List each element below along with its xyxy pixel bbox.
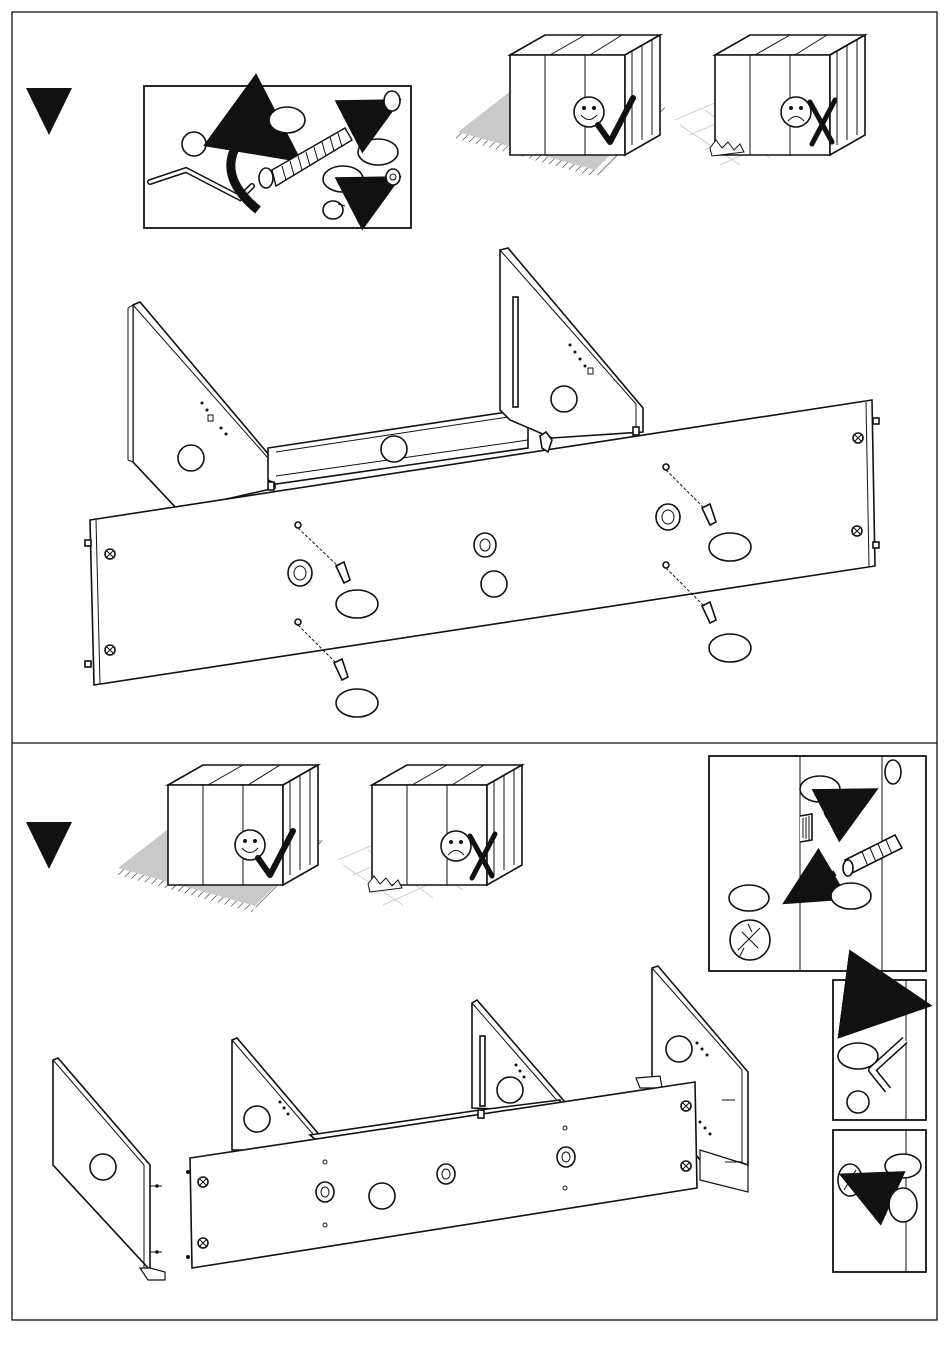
frown-icon xyxy=(441,831,471,861)
step-2-detail-box-cap xyxy=(833,1130,926,1272)
oval-callout xyxy=(729,885,769,911)
round-callout xyxy=(666,1036,692,1062)
oval-callout xyxy=(800,776,840,802)
cam-lock xyxy=(656,504,680,530)
step-2-detail-box-dowel xyxy=(709,756,926,971)
oval-callout xyxy=(323,166,363,192)
oval-callout xyxy=(336,689,378,717)
step-1 xyxy=(26,35,879,717)
orientation-bad xyxy=(675,35,865,165)
oval-callout xyxy=(709,634,751,662)
oval-callout xyxy=(709,533,751,561)
step-2-detail-box-hexkey xyxy=(833,980,926,1120)
orientation-good xyxy=(115,765,325,912)
step-1-triangle xyxy=(26,88,72,135)
round-callout xyxy=(369,1183,395,1209)
round-callout xyxy=(481,571,507,597)
cam-lock xyxy=(316,1182,334,1202)
round-callout xyxy=(497,1077,523,1103)
oval-callout xyxy=(358,139,398,165)
orientation-bad xyxy=(338,765,522,905)
round-callout xyxy=(847,1091,869,1113)
cam-lock xyxy=(474,533,496,557)
frown-icon xyxy=(781,97,811,127)
oval-callout xyxy=(336,590,378,618)
round-callout xyxy=(182,132,206,156)
cap-icon xyxy=(889,1188,917,1222)
step-1-detail-box xyxy=(144,86,411,228)
smiley-icon xyxy=(235,830,265,860)
screw-head-icon xyxy=(730,920,770,960)
oval-callout xyxy=(831,883,871,909)
step-2-triangle xyxy=(26,822,72,869)
oval-callout xyxy=(885,1154,921,1178)
step-2 xyxy=(26,756,926,1280)
cam-lock xyxy=(437,1164,455,1184)
cam-lock xyxy=(288,560,312,586)
step-1-assembly xyxy=(85,248,879,717)
screw-head-icon xyxy=(838,1164,862,1196)
step-2-assembly xyxy=(53,966,748,1280)
cam-lock xyxy=(557,1147,575,1167)
oval-callout xyxy=(269,107,305,133)
dowel-icon xyxy=(800,814,812,842)
round-callout xyxy=(244,1106,270,1132)
round-callout xyxy=(90,1154,116,1180)
orientation-good xyxy=(455,35,665,176)
round-callout xyxy=(381,436,407,462)
round-callout xyxy=(551,386,577,412)
round-callout xyxy=(178,445,204,471)
